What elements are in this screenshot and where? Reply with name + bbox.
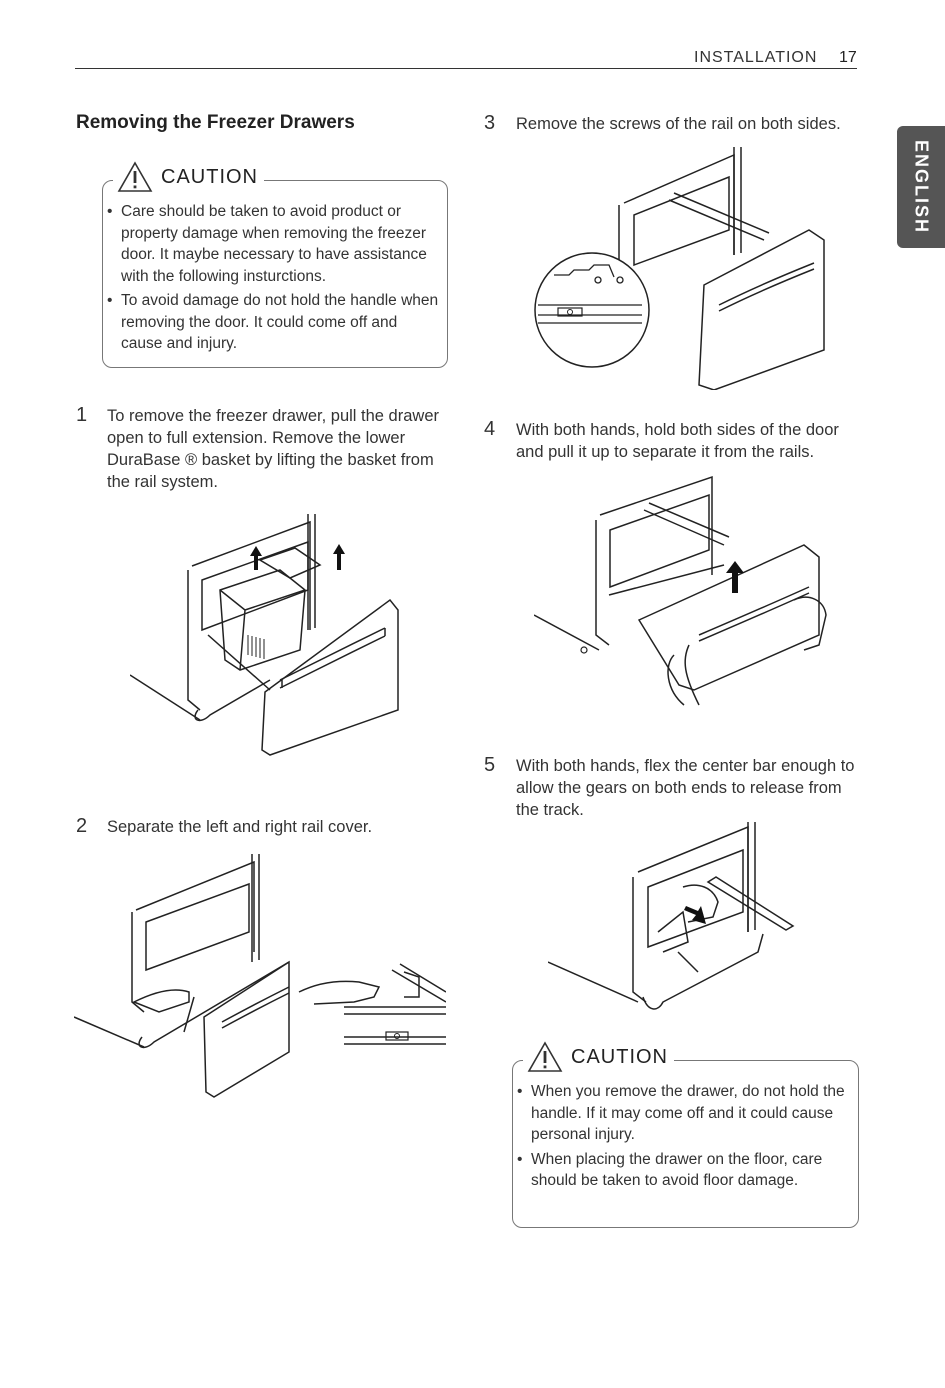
figure-separate-rail-cover (74, 852, 446, 1100)
step-text: With both hands, hold both sides of the … (516, 421, 839, 461)
caution-box-bottom: CAUTION When you remove the drawer, do n… (512, 1041, 859, 1228)
language-tab: ENGLISH (897, 126, 945, 248)
language-tab-label: ENGLISH (911, 139, 932, 235)
header-section-title: INSTALLATION (694, 49, 818, 66)
step-number: 2 (76, 815, 88, 837)
caution-heading: CAUTION (161, 165, 258, 188)
figure-lift-door (534, 475, 834, 715)
step-number: 1 (76, 404, 88, 426)
figure-remove-rail-screws (534, 145, 834, 390)
step-number: 5 (484, 754, 496, 776)
warning-triangle-icon (527, 1041, 563, 1072)
step-text: With both hands, flex the center bar eno… (516, 757, 855, 819)
warning-triangle-icon (117, 161, 153, 192)
section-title: Removing the Freezer Drawers (76, 112, 355, 133)
caution-item: To avoid damage do not hold the handle w… (107, 290, 439, 355)
figure-flex-center-bar (548, 822, 798, 1022)
header-divider (75, 68, 857, 69)
caution-list: Care should be taken to avoid product or… (107, 201, 439, 358)
step-text: Separate the left and right rail cover. (107, 818, 373, 836)
caution-header: CAUTION (113, 161, 264, 193)
figure-remove-basket (130, 510, 410, 765)
caution-item: When you remove the drawer, do not hold … (517, 1081, 851, 1146)
step-text: Remove the screws of the rail on both si… (516, 115, 841, 133)
caution-item: When placing the drawer on the floor, ca… (517, 1149, 851, 1192)
step-number: 4 (484, 418, 496, 440)
caution-list: When you remove the drawer, do not hold … (517, 1081, 851, 1195)
step-number: 3 (484, 112, 496, 134)
step-text: To remove the freezer drawer, pull the d… (107, 407, 439, 491)
caution-heading: CAUTION (571, 1045, 668, 1068)
caution-header: CAUTION (523, 1041, 674, 1073)
caution-box-top: CAUTION Care should be taken to avoid pr… (102, 161, 448, 368)
page-number: 17 (839, 49, 857, 66)
caution-item: Care should be taken to avoid product or… (107, 201, 439, 287)
